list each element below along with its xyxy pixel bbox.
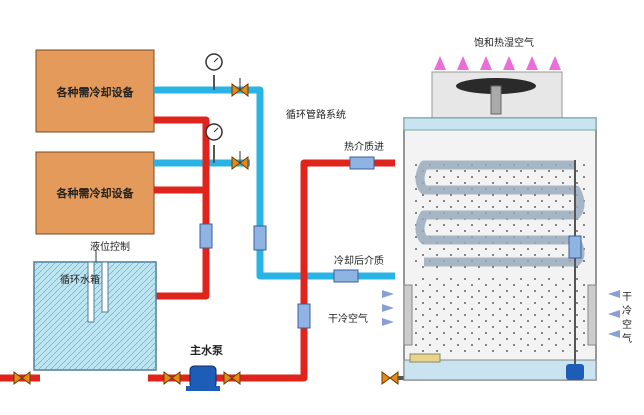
equipment-box-1: 各种需冷却设备 [35,49,155,133]
pipe-flow-arrows [199,156,375,329]
valve-bottom-left [13,371,31,385]
main-pump [186,365,220,391]
tank-label: 循环水箱 [60,273,100,286]
equipment-label-2: 各种需冷却设备 [56,186,135,200]
dry-air-right-label: 干 冷 空 气 [622,292,635,345]
equipment-box-2: 各种需冷却设备 [35,151,155,235]
dry-air-left-label: 干冷空气 [328,312,368,325]
pressure-gauge-1 [205,53,223,90]
saturated-air-label: 饱和热湿空气 [474,36,534,49]
valve-tower-drain [381,371,406,385]
valve-top-2 [231,151,249,170]
vapor-arrows [434,56,561,70]
air-arrows-left [382,290,394,326]
cooling-tower [403,71,597,381]
equipment-label-1: 各种需冷却设备 [56,85,135,99]
valve-pump-out [223,371,241,385]
pressure-gauge-2 [205,123,223,163]
main-pump-label: 主水泵 [190,343,223,357]
hot-medium-in-label: 热介质进 [344,140,384,153]
level-control-label: 液位控制 [90,240,130,253]
circulating-water-tank: 循环水箱 [33,250,157,371]
valve-pump-in [163,371,181,385]
cooled-medium-label: 冷却后介质 [334,254,384,267]
piping-system-label: 循环管路系统 [286,108,346,121]
air-arrows-right [608,290,620,338]
valve-top-1 [231,78,249,97]
